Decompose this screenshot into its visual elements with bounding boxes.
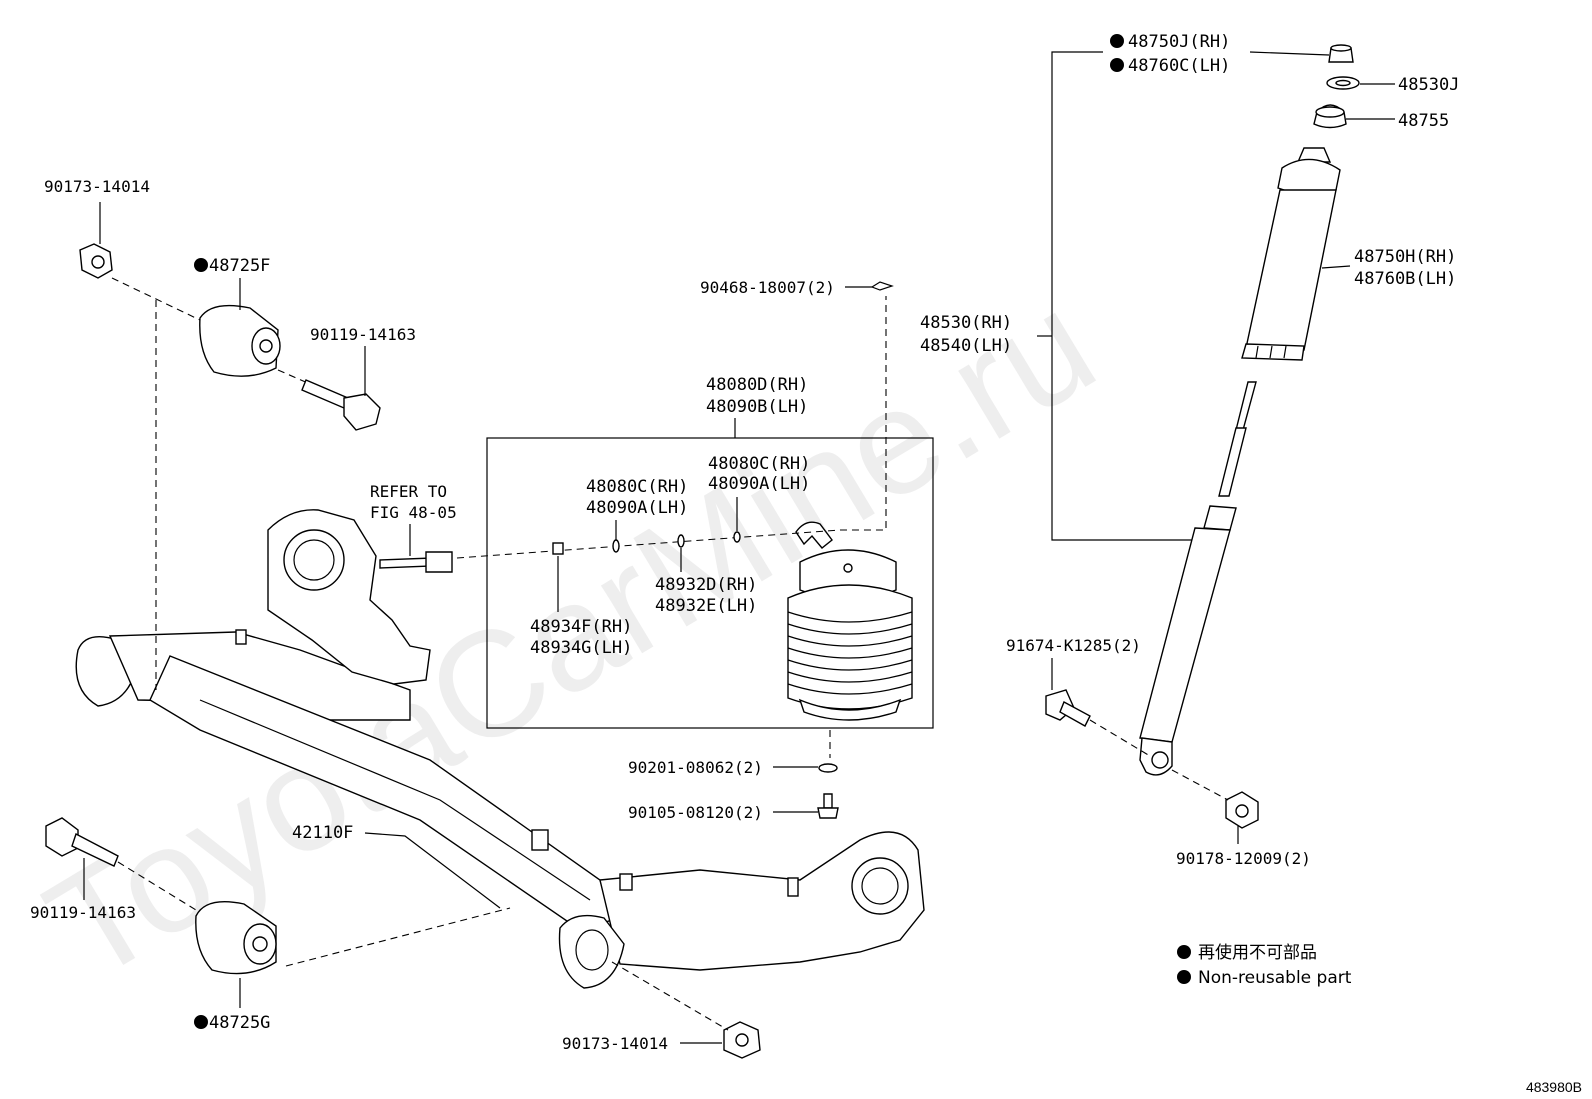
label-48750J: 48750J(RH): [1128, 32, 1230, 52]
label-48090B: 48090B(LH): [706, 397, 808, 417]
washer-90201-part: [818, 763, 838, 773]
legend-dot-jp: [1177, 945, 1191, 959]
dash-90119-bottom: [117, 861, 197, 911]
upper-mount-part: [1313, 104, 1347, 129]
nonreusable-dot-48750J: [1110, 34, 1124, 48]
air-pipe-refer-part: [379, 551, 453, 573]
air-spring-box: [486, 437, 934, 729]
label-48932D: 48932D(RH): [655, 575, 757, 595]
leader-48750H: [1321, 265, 1351, 269]
label-48755: 48755: [1398, 111, 1449, 131]
bolt-90119-bottom-part: [45, 817, 119, 867]
label-refer-fig: FIG 48-05: [370, 503, 457, 522]
bolt-90105-part: [817, 793, 839, 819]
dust-boot-part: [1241, 147, 1341, 361]
legend-text-jp: 再使用不可部品: [1198, 942, 1317, 963]
dash-90173-bottom: [611, 961, 729, 1031]
label-48934G: 48934G(LH): [530, 638, 632, 658]
label-48934F: 48934F(RH): [530, 617, 632, 637]
label-90173-top: 90173-14014: [44, 177, 150, 196]
leader-48750J: [1249, 51, 1330, 56]
label-48725G: 48725G: [209, 1013, 270, 1033]
connector-48934-part: [552, 542, 564, 555]
label-90178: 90178-12009(2): [1176, 849, 1311, 868]
washer-part: [1326, 76, 1360, 90]
nut-90173-top-part: [79, 243, 113, 279]
shock-absorber-part: [1139, 381, 1257, 776]
label-48760B: 48760B(LH): [1354, 269, 1456, 289]
label-48530J: 48530J: [1398, 75, 1459, 95]
label-48080C-left: 48080C(RH): [586, 477, 688, 497]
lower-bolt-91674-part: [1045, 689, 1091, 727]
oring-48932-part: [677, 534, 685, 548]
label-48540: 48540(LH): [920, 336, 1012, 356]
bushing-48725G-part: [195, 901, 277, 975]
nonreusable-dot-48725G: [194, 1015, 208, 1029]
nut-90173-bottom-part: [723, 1021, 761, 1059]
nonreusable-dot-48725F: [194, 258, 208, 272]
dash-90178: [1171, 769, 1229, 801]
label-90173-bottom: 90173-14014: [562, 1034, 668, 1053]
label-48760C: 48760C(LH): [1128, 56, 1230, 76]
oring-48080C-right-part: [733, 531, 741, 543]
bushing-48725F-part: [199, 304, 281, 377]
shock-group-bracket: [1051, 51, 1195, 541]
lower-nut-90178-part: [1225, 791, 1259, 829]
label-48090A-left: 48090A(LH): [586, 498, 688, 518]
label-90468: 90468-18007(2): [700, 278, 835, 297]
label-90201: 90201-08062(2): [628, 758, 763, 777]
airline-dash: [456, 296, 887, 559]
dash-90173-top: [111, 277, 201, 321]
label-91674: 91674-K1285(2): [1006, 636, 1141, 655]
label-90119-bottom: 90119-14163: [30, 903, 136, 922]
nonreusable-dot-48760C: [1110, 58, 1124, 72]
label-42110F: 42110F: [292, 823, 353, 843]
label-90105: 90105-08120(2): [628, 803, 763, 822]
air-spring-part: [787, 521, 913, 721]
label-refer-to: REFER TO: [370, 482, 447, 501]
label-48932E: 48932E(LH): [655, 596, 757, 616]
legend-dot-en: [1177, 970, 1191, 984]
bolt-90119-top-part: [301, 379, 381, 431]
clip-90468-part: [870, 281, 894, 291]
axle-beam-part: [75, 509, 925, 989]
label-48750H: 48750H(RH): [1354, 247, 1456, 267]
upper-nut-part: [1328, 44, 1354, 63]
dash-48725G: [285, 907, 511, 967]
label-48530: 48530(RH): [920, 313, 1012, 333]
label-48725F: 48725F: [209, 256, 270, 276]
oring-48080C-left-part: [612, 539, 620, 553]
label-48080D: 48080D(RH): [706, 375, 808, 395]
legend-text-en: Non-reusable part: [1198, 968, 1352, 988]
label-48090A-right: 48090A(LH): [708, 474, 810, 494]
label-48080C-right: 48080C(RH): [708, 454, 810, 474]
diagram-code: 483980B: [1526, 1079, 1582, 1095]
label-90119-top: 90119-14163: [310, 325, 416, 344]
leader-42110F: [364, 832, 501, 909]
